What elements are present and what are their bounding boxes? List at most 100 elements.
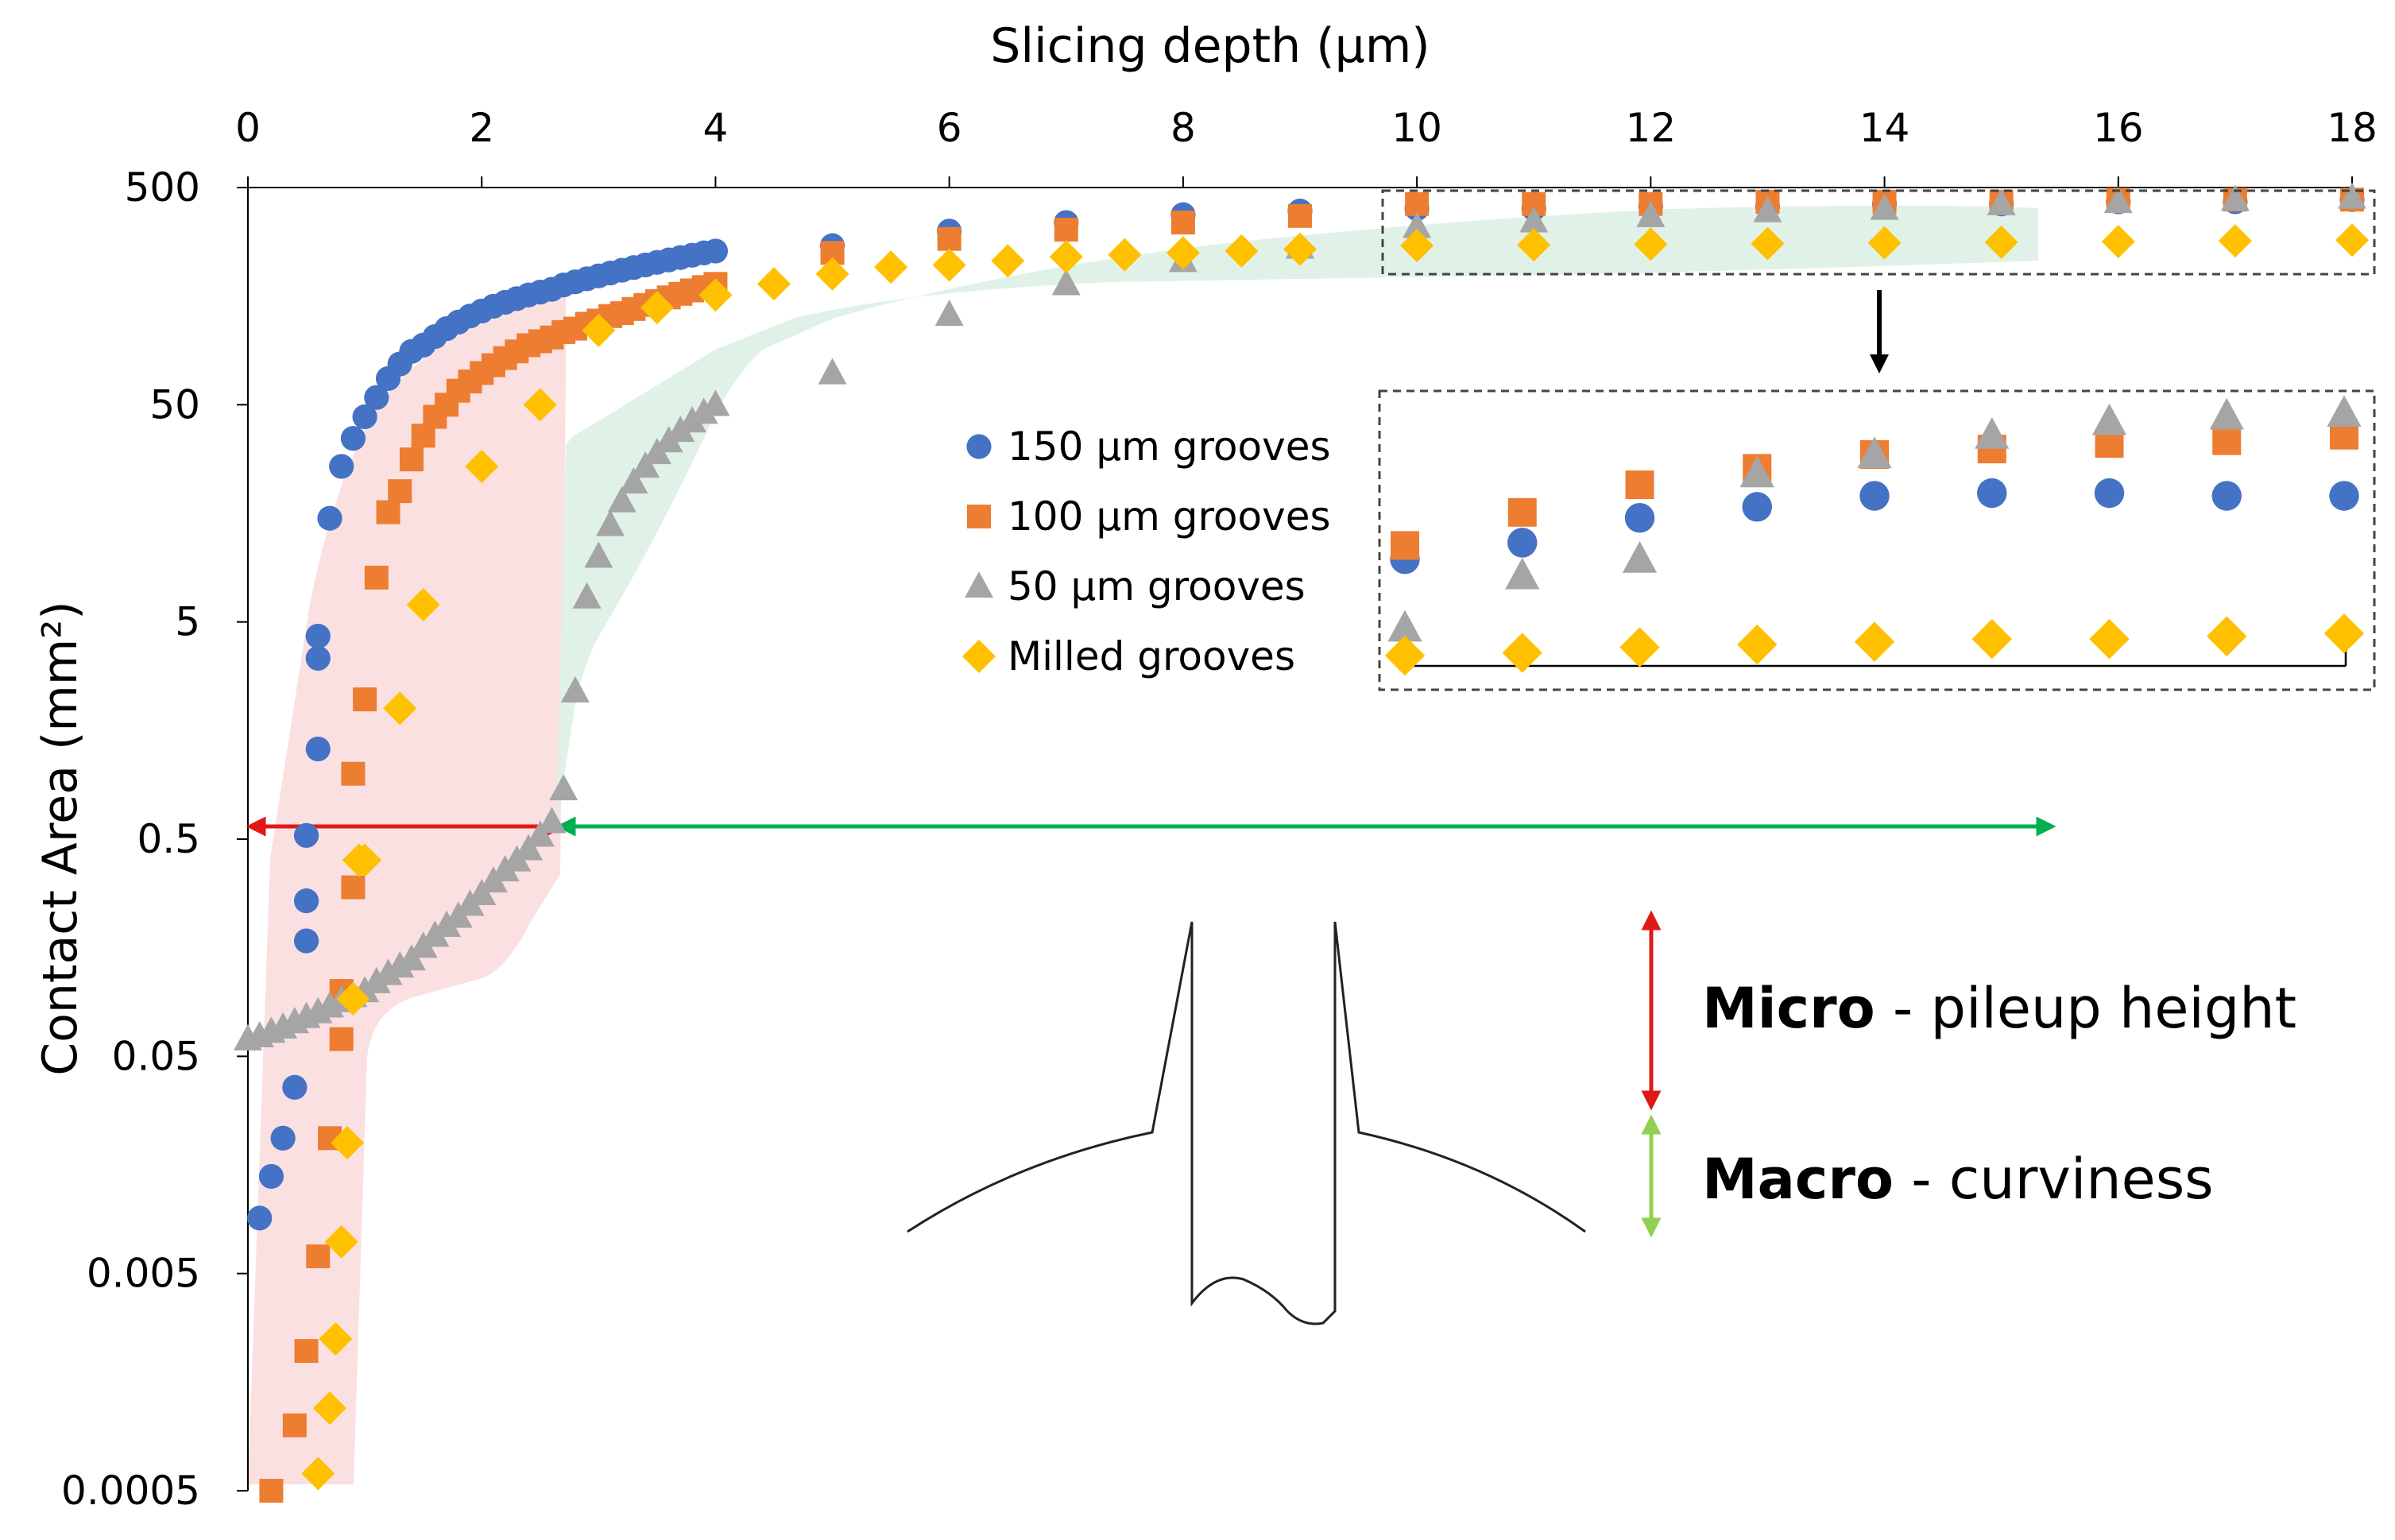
y-tick-label-2: 0.05 — [112, 1033, 200, 1079]
x-tick-label-0: 0 — [235, 105, 261, 151]
data-point — [572, 582, 602, 609]
x-tick-label-10: 10 — [1391, 105, 1442, 151]
data-point — [259, 1479, 284, 1503]
data-point — [2338, 182, 2366, 209]
data-point — [331, 1126, 365, 1160]
micro-annotation-rest: - pileup height — [1875, 976, 2296, 1041]
data-point — [689, 397, 718, 424]
data-point — [247, 1205, 273, 1231]
data-point — [1054, 217, 1078, 242]
inset-data-point — [2212, 426, 2242, 455]
x-tick-label-2: 2 — [469, 105, 494, 151]
data-point — [874, 250, 908, 284]
data-point — [1403, 211, 1432, 238]
legend-item-milled-grooves: Milled grooves — [962, 633, 1295, 679]
macro-annotation: Macro - curviness — [1702, 1147, 2214, 1212]
inset-data-point — [2211, 481, 2242, 511]
data-point — [1634, 227, 1668, 261]
data-point — [2218, 224, 2252, 258]
data-point — [1108, 238, 1142, 272]
inset-data-point — [1507, 528, 1538, 558]
inset-data-point — [1977, 478, 2007, 509]
x-tick-label-6: 6 — [937, 105, 962, 151]
data-point — [352, 404, 377, 430]
data-point — [1984, 225, 2018, 259]
series-layer — [234, 182, 2369, 1503]
inset-data-point — [1742, 492, 1772, 522]
data-point — [282, 1413, 307, 1437]
legend-label: 50 µm grooves — [1008, 563, 1306, 609]
legend: 150 µm grooves 100 µm grooves 50 µm groove… — [962, 424, 1331, 679]
data-point — [1870, 193, 1899, 220]
data-point — [818, 358, 847, 385]
data-point — [301, 1457, 335, 1491]
x-tick-label-4: 4 — [703, 105, 729, 151]
data-point — [757, 267, 791, 301]
data-point — [1049, 240, 1083, 274]
inset-data-point — [1619, 627, 1660, 667]
data-point — [1400, 229, 1434, 263]
legend-item-50-m-grooves: 50 µm grooves — [965, 563, 1306, 609]
x-tick-label-16: 16 — [2093, 105, 2144, 151]
data-point — [1987, 188, 2016, 215]
data-point — [305, 623, 331, 649]
inset-series-milled-grooves — [1384, 613, 2365, 676]
inset-data-point — [1859, 481, 1890, 511]
data-point — [340, 426, 366, 451]
data-point — [362, 966, 391, 993]
data-point — [341, 875, 366, 900]
inset-data-point — [1387, 609, 1422, 642]
data-point — [364, 565, 389, 590]
data-point — [537, 807, 567, 834]
inset-data-point — [2094, 478, 2125, 509]
data-point — [348, 843, 382, 877]
micro-region-shading — [248, 286, 566, 1484]
y-tick-label-3: 0.5 — [137, 816, 200, 862]
zoom-box — [1381, 189, 2376, 276]
data-point — [560, 675, 590, 702]
data-point — [619, 466, 648, 493]
data-point — [1867, 226, 1902, 260]
data-point — [258, 1163, 284, 1190]
data-point — [388, 479, 412, 504]
data-point — [312, 1391, 346, 1426]
data-point — [549, 774, 578, 801]
x-tick-label-8: 8 — [1170, 105, 1196, 151]
inset-data-point — [1625, 470, 1654, 500]
inset-data-point — [1384, 635, 1426, 676]
data-point — [514, 834, 544, 861]
inset-data-point — [1971, 619, 2012, 660]
y-axis-title: Contact Area (mm²) — [33, 601, 88, 1075]
inset-data-point — [1507, 497, 1537, 527]
inset-data-point — [1975, 417, 2010, 449]
legend-label: 100 µm grooves — [1008, 493, 1331, 540]
data-point — [701, 389, 730, 416]
data-point — [1051, 269, 1081, 296]
y-tick-label-6: 500 — [125, 164, 200, 211]
legend-swatch-diamond — [962, 640, 996, 673]
x-tick-label-14: 14 — [1859, 105, 1910, 151]
data-point — [584, 541, 613, 568]
legend-swatch-square — [967, 505, 991, 528]
inset-layer — [1384, 395, 2365, 676]
data-point — [406, 588, 440, 622]
data-point — [1517, 228, 1551, 262]
data-point — [1166, 236, 1200, 270]
x-tick-label-18: 18 — [2327, 105, 2378, 151]
data-point — [698, 278, 733, 312]
legend-item-150-m-grooves: 150 µm grooves — [966, 424, 1331, 470]
data-point — [1636, 200, 1666, 227]
groove-profile-schematic — [907, 921, 1586, 1325]
data-point — [640, 291, 674, 325]
macro-annotation-bold: Macro — [1702, 1147, 1894, 1212]
x-tick-marks — [247, 176, 2353, 188]
data-point — [353, 687, 377, 712]
data-point — [319, 1321, 353, 1356]
data-point — [305, 736, 331, 762]
data-point — [523, 388, 557, 422]
inset-data-point — [1739, 455, 1774, 488]
inset-data-point — [2207, 616, 2247, 656]
data-point — [2220, 184, 2250, 211]
